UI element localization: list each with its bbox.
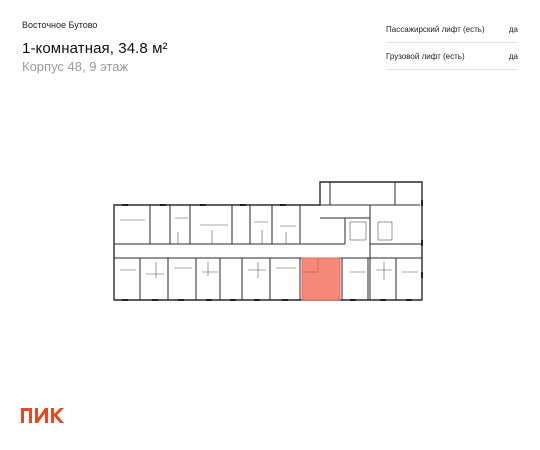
feature-value: да	[508, 51, 518, 61]
pik-logo	[21, 408, 64, 423]
building-info: Корпус 48, 9 этаж	[22, 59, 129, 74]
feature-freight-elevator: Грузовой лифт (есть) да	[386, 45, 518, 67]
highlighted-unit[interactable]	[301, 257, 341, 301]
feature-passenger-elevator: Пассажирский лифт (есть) да	[386, 18, 518, 40]
apartment-header: Восточное Бутово 1-комнатная, 34.8 м² Ко…	[22, 20, 168, 74]
building-outline	[113, 181, 423, 301]
apartment-title: 1-комнатная, 34.8 м²	[22, 40, 168, 57]
features-list: Пассажирский лифт (есть) да Грузовой лиф…	[386, 18, 518, 72]
divider	[386, 42, 518, 43]
project-name: Восточное Бутово	[22, 20, 98, 30]
feature-label: Грузовой лифт (есть)	[386, 51, 465, 61]
feature-value: да	[508, 24, 518, 34]
feature-label: Пассажирский лифт (есть)	[386, 24, 485, 34]
divider	[386, 69, 518, 70]
